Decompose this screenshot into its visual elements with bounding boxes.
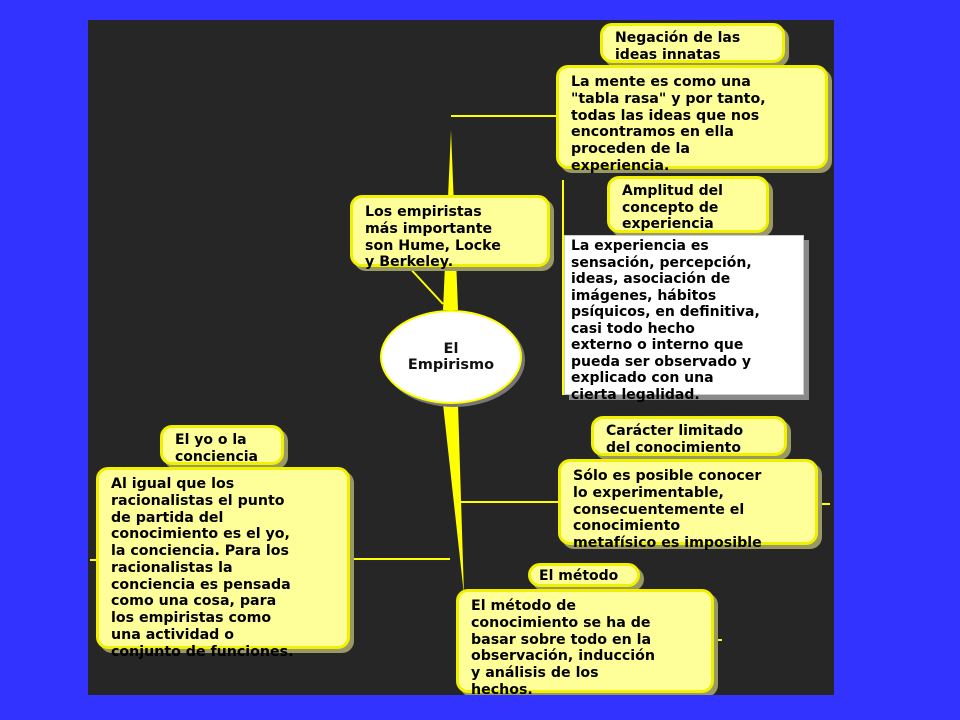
node-metodo-text: El método de conocimiento se ha de basar… [456, 589, 714, 695]
node-caracter-title: Carácter limitado del conocimiento [591, 416, 787, 456]
node-amplitud-text: La experiencia es sensación, percepción,… [564, 235, 804, 403]
node-caracter-text: Sólo es posible conocer lo experimentabl… [558, 459, 818, 551]
node-empiristas: Los empiristas más importante son Hume, … [350, 195, 550, 270]
node-metodo-title: El método [528, 563, 640, 587]
connector-arrow-empiristas [405, 263, 444, 305]
node-negacion-text: La mente es como una "tabla rasa" y por … [556, 65, 828, 174]
mind-map-canvas: El Empirismo Negación de las ideas innat… [88, 20, 834, 695]
node-yo-title: El yo o la conciencia [160, 425, 284, 465]
connector-spike-down [443, 404, 464, 595]
node-amplitud-title: Amplitud del concepto de experiencia [607, 176, 769, 233]
node-negacion-title: Negación de las ideas innatas [600, 23, 785, 63]
center-node: El Empirismo [380, 310, 522, 404]
node-yo-text: Al igual que los racionalistas el punto … [96, 467, 350, 660]
